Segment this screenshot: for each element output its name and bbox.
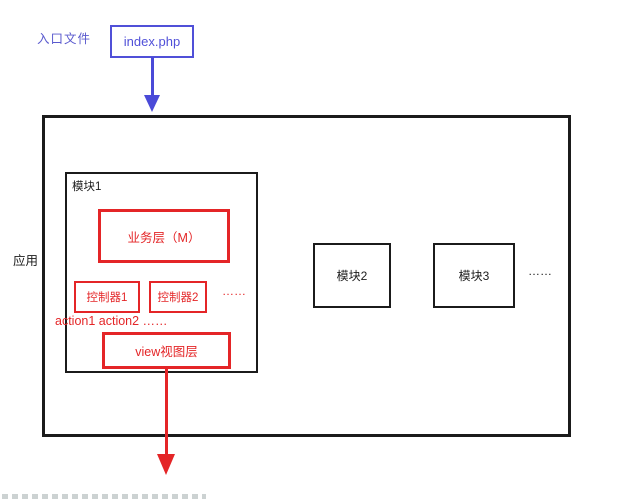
entry-file-label: 入口文件 <box>37 32 92 46</box>
entry-arrow-head-icon <box>144 95 160 112</box>
module2-box: 模块2 <box>313 243 391 308</box>
view-layer-label: view视图层 <box>135 345 198 359</box>
module3-box: 模块3 <box>433 243 515 308</box>
controllers-ellipsis: …… <box>222 284 246 298</box>
module1-box: 模块1 业务层（M） 控制器1 控制器2 …… view视图层 <box>65 172 258 373</box>
modules-ellipsis: …… <box>528 264 552 278</box>
index-php-label: index.php <box>123 34 181 49</box>
cutoff-text-strip <box>2 494 206 499</box>
app-container-box: 模块1 业务层（M） 控制器1 控制器2 …… view视图层 模块2 模块3 … <box>42 115 571 437</box>
module2-label: 模块2 <box>336 269 368 283</box>
actions-annotation: action1 action2 …… <box>55 314 168 328</box>
module3-label: 模块3 <box>458 269 490 283</box>
controller1-box: 控制器1 <box>74 281 140 313</box>
view-layer-box: view视图层 <box>102 332 231 369</box>
controller1-label: 控制器1 <box>86 292 128 304</box>
module1-title: 模块1 <box>72 181 102 193</box>
controller2-box: 控制器2 <box>149 281 207 313</box>
app-label: 应用 <box>13 254 39 268</box>
index-php-box: index.php <box>110 25 194 58</box>
business-layer-label: 业务层（M） <box>127 230 201 245</box>
controller2-label: 控制器2 <box>157 292 199 304</box>
entry-arrow-shaft <box>151 57 154 97</box>
view-output-arrow-shaft <box>165 369 168 456</box>
view-output-arrow-head-icon <box>157 454 175 475</box>
business-layer-box: 业务层（M） <box>98 209 230 263</box>
